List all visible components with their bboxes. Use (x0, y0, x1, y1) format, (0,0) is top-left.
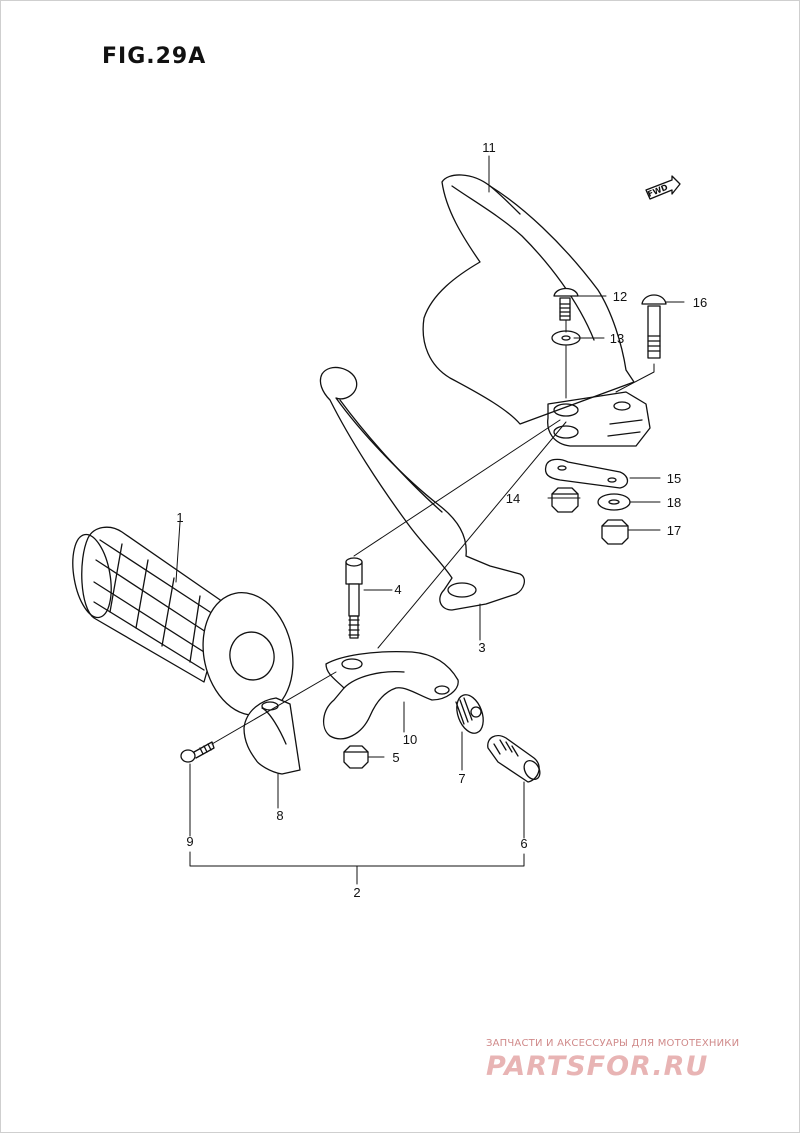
handlebar-grip (72, 526, 294, 716)
callout-17: 17 (667, 523, 681, 538)
plate-15 (544, 458, 629, 489)
callout-4: 4 (394, 582, 401, 597)
callout-11: 11 (482, 140, 496, 155)
bolt-12 (553, 287, 579, 321)
lever-holder (323, 650, 459, 740)
callout-16: 16 (693, 295, 707, 310)
leader-lines (175, 155, 685, 885)
callout-18: 18 (667, 495, 681, 510)
bolt-16 (641, 294, 667, 359)
clutch-lever (319, 366, 526, 611)
callout-2: 2 (353, 885, 360, 900)
callout-3: 3 (478, 640, 485, 655)
callout-13: 13 (610, 331, 624, 346)
lever-perch-mount (547, 391, 651, 447)
callout-1: 1 (176, 510, 183, 525)
watermark-logo: PARTSFOR.RU (486, 1051, 709, 1082)
assembly-guide-lines (211, 319, 655, 745)
figure-title: FIG.29A (102, 44, 207, 69)
clamp-screw (180, 741, 215, 763)
callout-15: 15 (667, 471, 681, 486)
watermark: ЗАПЧАСТИ И АКСЕССУАРЫ ДЛЯ МОТОТЕХНИКИ PA… (486, 1038, 786, 1082)
part-callouts: 1 2 3 4 5 6 7 8 9 10 11 12 13 14 15 16 1… (176, 140, 707, 900)
watermark-caption: ЗАПЧАСТИ И АКСЕССУАРЫ ДЛЯ МОТОТЕХНИКИ (486, 1038, 740, 1049)
adjuster-bolt (487, 734, 541, 783)
callout-5: 5 (392, 750, 399, 765)
callout-14: 14 (506, 491, 520, 506)
callout-12: 12 (613, 289, 627, 304)
callout-10: 10 (403, 732, 417, 747)
nut-17 (601, 519, 629, 545)
nut-14 (551, 487, 579, 513)
callout-8: 8 (276, 808, 283, 823)
callout-9: 9 (186, 834, 193, 849)
callout-7: 7 (458, 771, 465, 786)
adjuster-locknut (455, 694, 484, 734)
nut-5 (343, 745, 369, 769)
washer-18 (597, 493, 631, 511)
callout-6: 6 (520, 836, 527, 851)
pivot-bolt (345, 557, 363, 639)
hand-guard (422, 174, 635, 425)
fwd-direction-marker: FWD (645, 175, 681, 200)
